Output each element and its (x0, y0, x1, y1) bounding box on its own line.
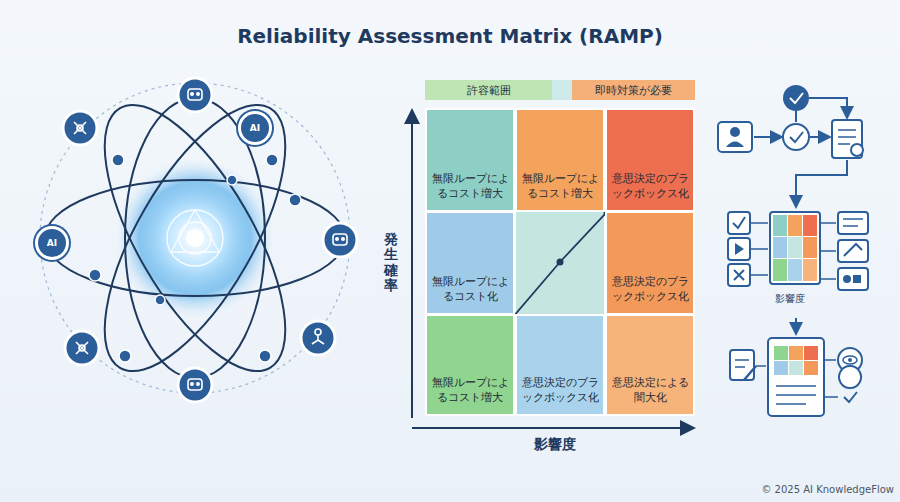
legend-text: 許容範囲 (467, 83, 511, 98)
x-axis (412, 427, 692, 429)
legend-swatch: 即時対策が必要 (572, 80, 695, 100)
cell-text: 意思決定のブラックボックス化 (609, 172, 691, 201)
matrix-cell: 無限ループによるコスト増大 (425, 314, 515, 416)
workflow-illustration (718, 85, 868, 416)
cell-text: 意思決定による闇大化 (609, 376, 691, 405)
matrix-cell: 意思決定のブラックボックス化 (605, 108, 695, 212)
legend-gap (552, 80, 572, 100)
icon-circle: AI (35, 226, 69, 260)
icon-caption: 影響度 (775, 292, 805, 306)
matrix-cell: 意思決定による闇大化 (605, 314, 695, 416)
matrix-cell: 無限ループによるコスト化 (425, 211, 515, 315)
matrix-cell: 意思決定のブラックボックス化 (515, 314, 605, 416)
legend-text: 即時対策が必要 (595, 83, 672, 98)
cell-text: 無限ループによるコスト増大 (519, 172, 601, 201)
cell-text: 無限ループによるコスト増大 (429, 376, 511, 405)
cell-text: 無限ループによるコスト増大 (429, 172, 511, 201)
cell-text: 意思決定のブラックボックス化 (609, 275, 691, 304)
axis-label: 影響度 (534, 436, 576, 454)
matrix-cell: 無限ループによるコスト増大 (515, 108, 605, 212)
matrix-cell: 無限ループによるコスト増大 (425, 108, 515, 212)
matrix-cell: 意思決定のブラックボックス化 (605, 211, 695, 315)
title: Reliability Assessment Matrix (RAMP) (0, 24, 900, 48)
network-illustration (40, 78, 357, 402)
y-axis (411, 112, 413, 418)
icon-circle: AI (238, 111, 272, 145)
cell-text: 意思決定のブラックボックス化 (519, 376, 601, 405)
copyright: © 2025 AI KnowledgeFlow (761, 484, 894, 495)
cell-text: 無限ループによるコスト化 (429, 275, 511, 304)
icon-label: AI (250, 123, 260, 133)
legend-swatch: 許容範囲 (425, 80, 552, 100)
axis-label: 発生確率 (384, 232, 398, 294)
icon-label: AI (47, 238, 57, 248)
